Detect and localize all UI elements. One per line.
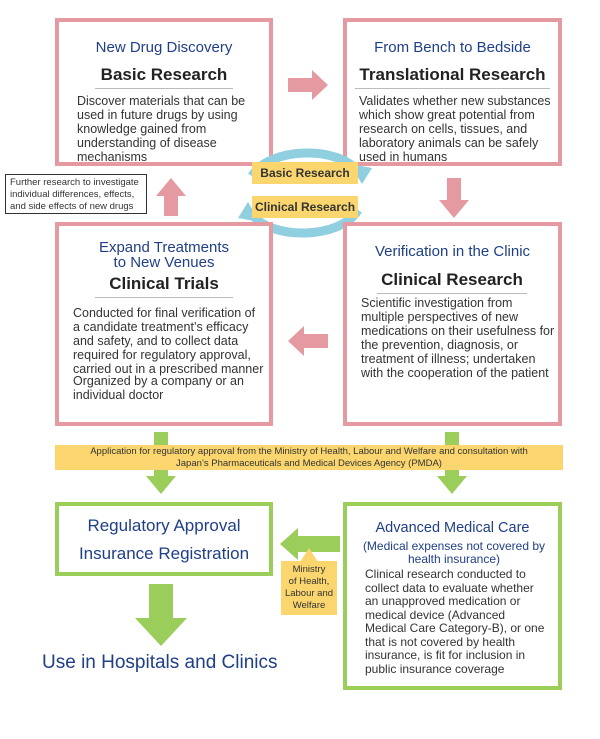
application-banner: Application for regulatory approval from… [55,445,563,470]
arrow-clinical-to-trials [288,326,328,356]
application-banner-line2: Japan’s Pharmaceuticals and Medical Devi… [176,458,442,469]
clinical-trials-subtitle-line2: to New Venues [113,254,215,271]
basic-research-box: New Drug Discovery Basic Research Discov… [55,18,273,166]
ministry-line2: of Health, [288,576,330,587]
ministry-pointer [300,548,318,562]
clinical-research-box: Verification in the Clinic Clinical Rese… [343,222,562,426]
application-banner-line1: Application for regulatory approval from… [90,446,528,457]
clinical-trials-description: Conducted for final verification of a ca… [73,306,264,376]
advanced-medical-care-description: Clinical research conducted to collect d… [365,567,545,676]
clinical-research-description: Scientific investigation from multiple p… [361,296,555,380]
arrow-approval-to-hospitals [135,584,187,646]
translational-research-title: Translational Research [355,65,550,89]
cycle-basic-research-tag: Basic Research [252,162,358,184]
ministry-line4: Welfare [292,600,326,611]
clinical-trials-title: Clinical Trials [95,274,233,298]
use-in-hospitals-label: Use in Hospitals and Clinics [42,652,278,673]
ministry-line1: Ministry [292,564,326,575]
regulatory-approval-box: Regulatory Approval Insurance Registrati… [55,502,273,576]
clinical-trials-subtitle-line1: Expand Treatments [98,239,230,256]
translational-research-box: From Bench to Bedside Translational Rese… [343,18,562,166]
ministry-tag: Ministry of Health, Labour and Welfare [281,561,337,615]
cycle-clinical-research-tag: Clinical Research [252,196,358,218]
clinical-research-title: Clinical Research [377,270,527,294]
arrow-translational-to-clinical [439,178,469,218]
advanced-medical-care-box: Advanced Medical Care (Medical expenses … [343,502,562,690]
basic-research-description: Discover materials that can be used in f… [77,94,246,164]
advanced-medical-care-title: Advanced Medical Care [375,520,530,536]
clinical-trials-organizer: Organized by a company or an individual … [73,374,244,402]
arrow-trials-to-basic [156,178,186,216]
basic-research-title: Basic Research [95,65,233,89]
advanced-medical-care-note: (Medical expenses not covered by health … [362,539,546,566]
arrow-advanced-to-approval [280,528,340,560]
basic-research-subtitle: New Drug Discovery [95,39,233,56]
clinical-trials-box: Expand Treatments to New Venues Clinical… [55,222,273,426]
regulatory-approval-label: Regulatory Approval [87,516,241,535]
translational-research-description: Validates whether new substances which s… [359,94,551,164]
ministry-line3: Labour and [284,588,334,599]
translational-research-subtitle: From Bench to Bedside [374,39,531,56]
arrow-basic-to-translational [288,70,328,100]
further-research-note: Further research to investigate individu… [5,174,147,214]
clinical-research-subtitle: Verification in the Clinic [374,243,531,260]
insurance-registration-label: Insurance Registration [78,544,250,563]
